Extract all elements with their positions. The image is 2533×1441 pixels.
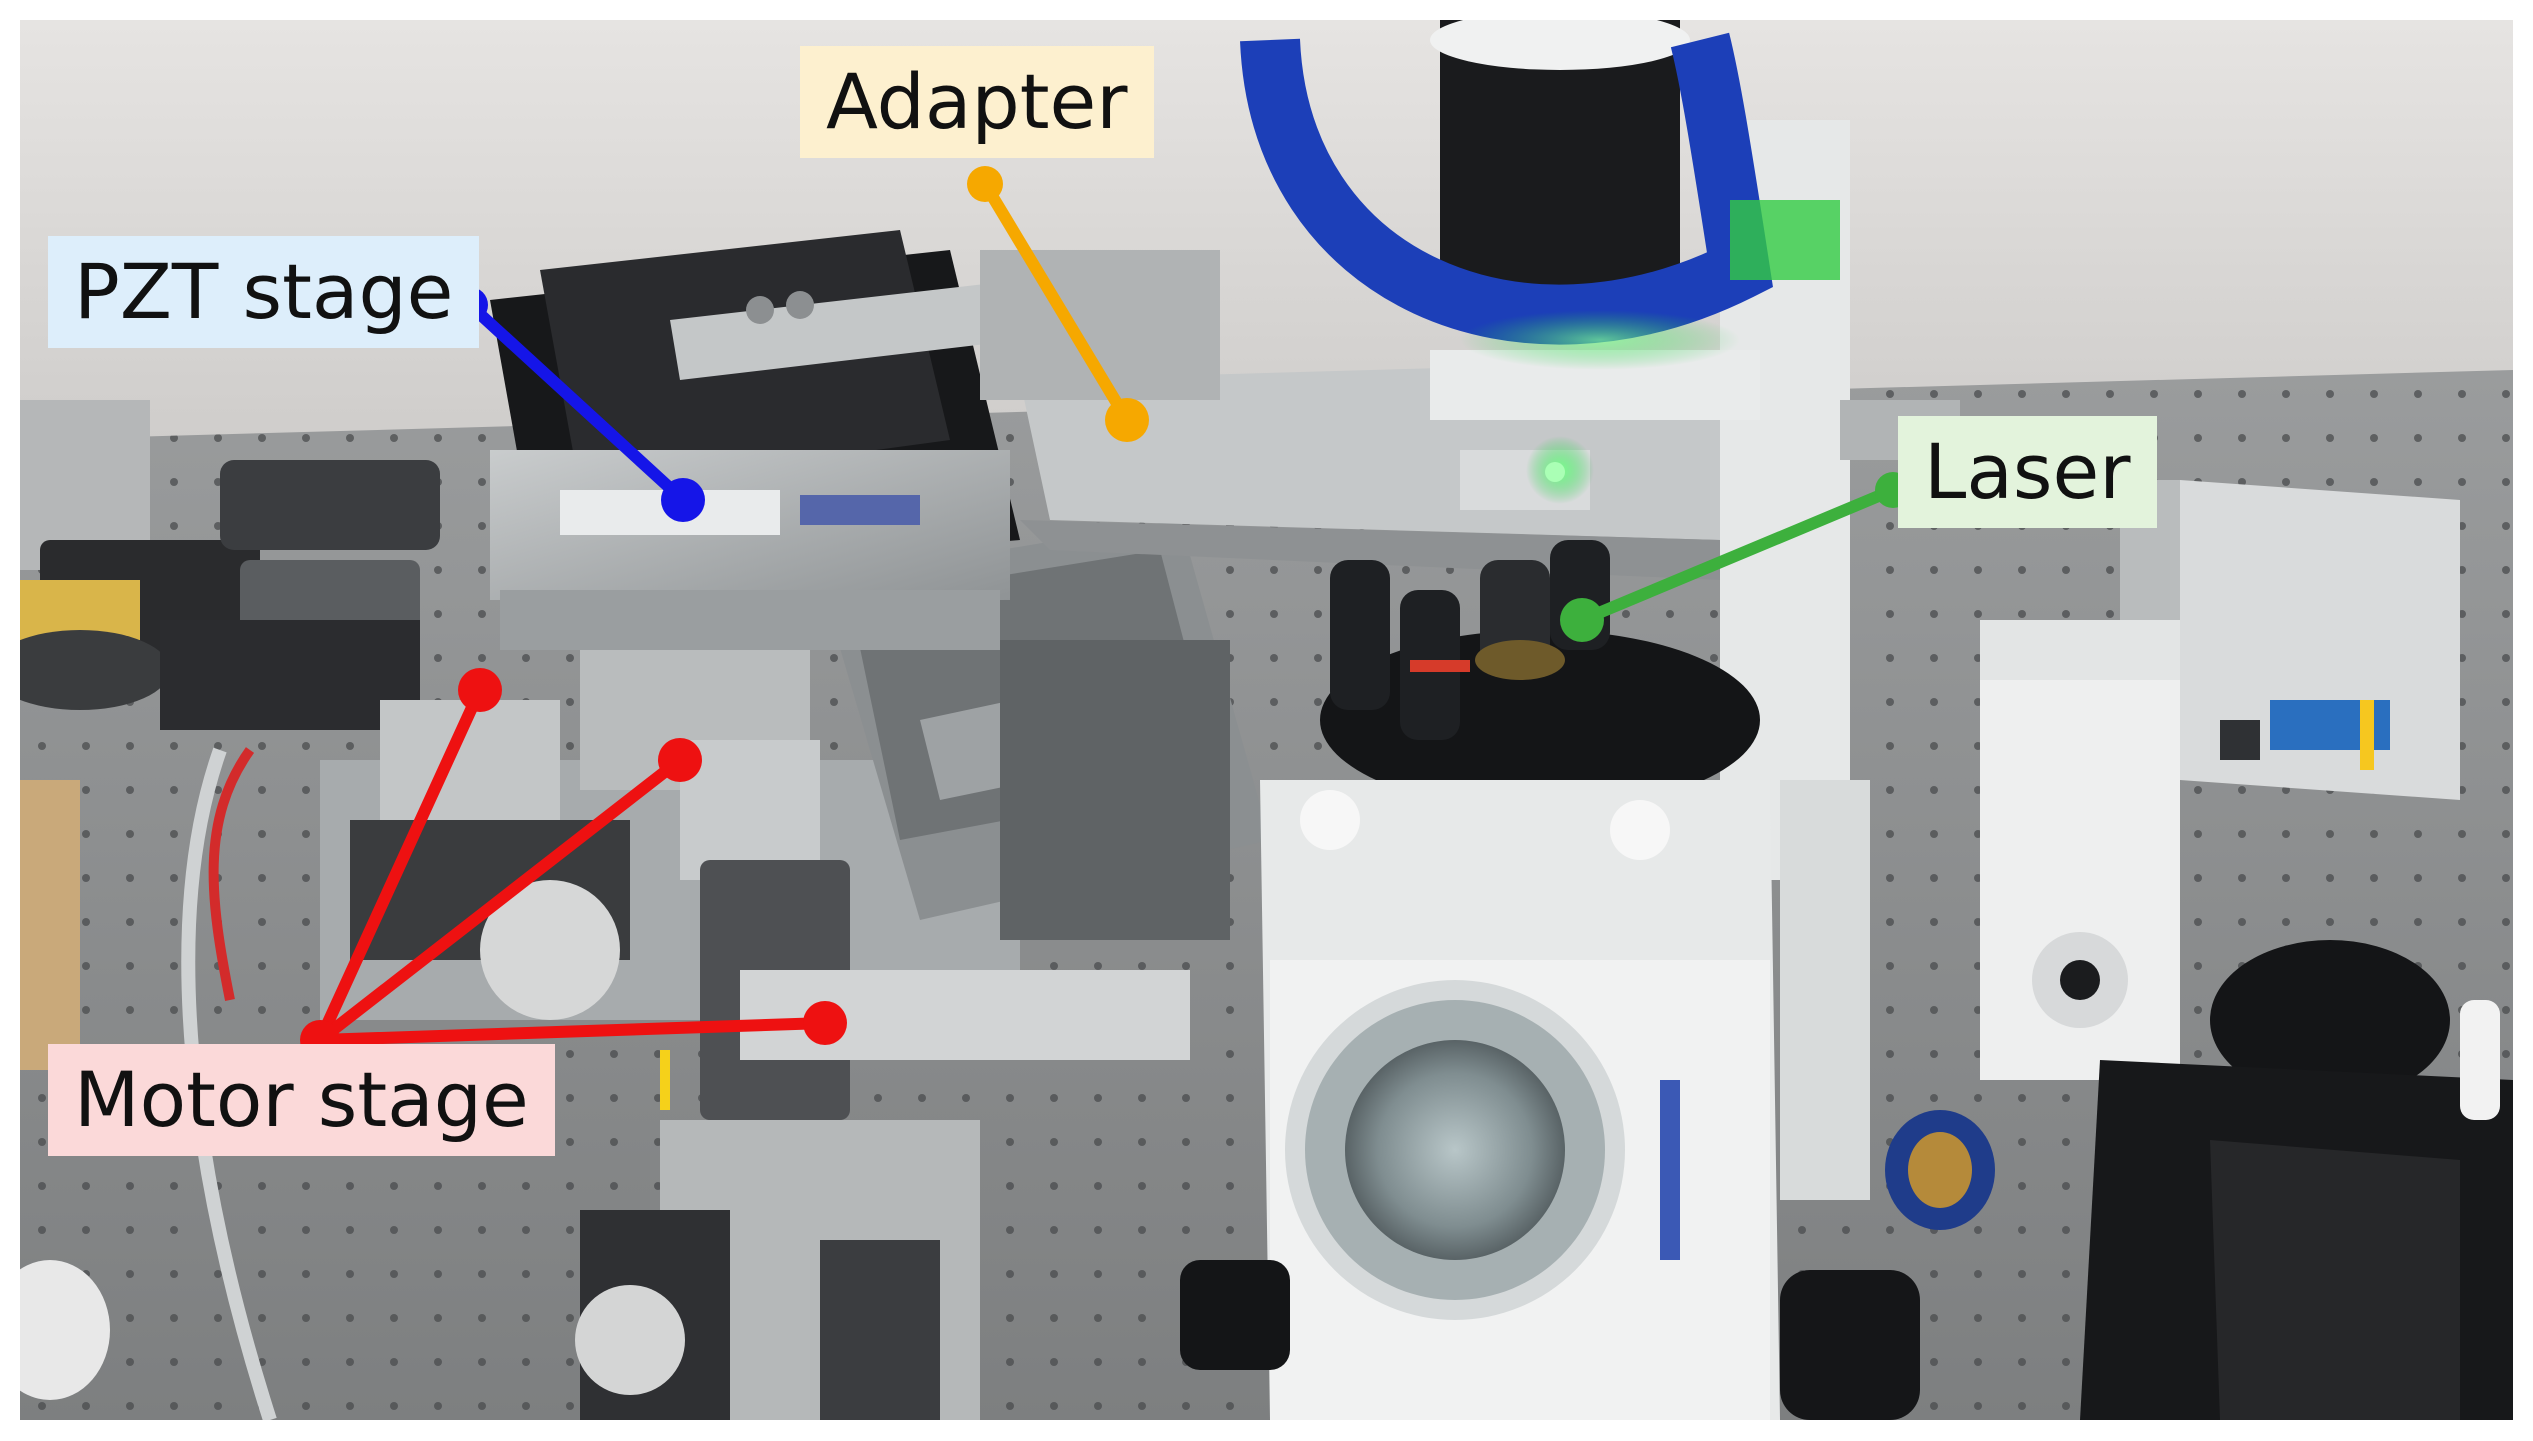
lab-setup-photo <box>20 20 2513 1420</box>
pzt-stage-label: PZT stage <box>48 236 480 348</box>
adapter-label: Adapter <box>800 46 1154 158</box>
motor-stage-label: Motor stage <box>48 1044 555 1156</box>
motor-stage-leaders <box>300 668 847 1060</box>
adapter-leader <box>967 166 1149 442</box>
pzt-stage-leader <box>452 287 705 522</box>
laser-leader <box>1560 472 1911 642</box>
laser-label: Laser <box>1898 416 2157 528</box>
